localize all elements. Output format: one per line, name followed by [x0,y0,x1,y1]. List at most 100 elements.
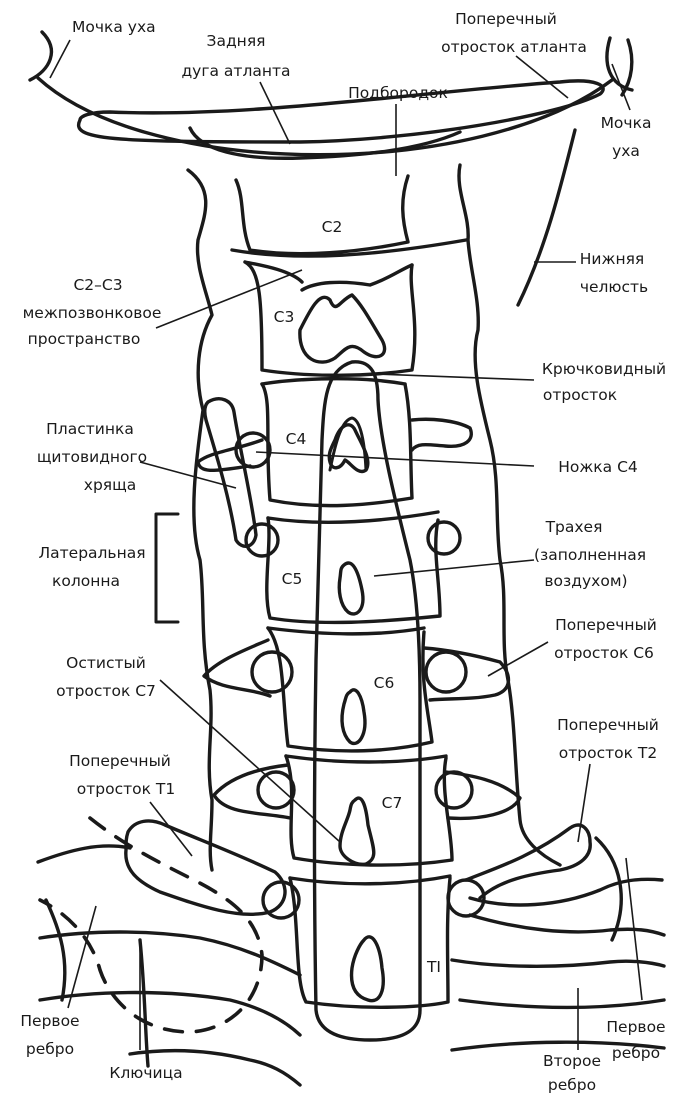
c5-spinous-process [339,563,363,614]
vertebra-label-c6: C6 [374,674,395,692]
c6-superior-endplate [268,628,424,634]
c4-transverse-right [412,419,471,450]
label-earlobe-left: Мочка уха [72,18,156,36]
c6-spinous-process [342,690,365,744]
leader-uncinate [376,374,534,380]
c7-pedicle-right-ring [436,772,472,808]
c5-pedicle-right-ring [428,522,460,554]
label-trachea-line2: (заполненная [534,546,646,564]
thyroid-lamina-outline [205,399,256,547]
label-transverse-t1-line1: Поперечный [69,752,171,770]
label-c2c3-line3: пространство [28,330,141,348]
label-lateral-column-line1: Латеральная [38,544,145,562]
label-posterior-arch-line2: дуга атланта [181,62,290,80]
label-second-rib-line1: Второе [543,1052,601,1070]
c3-body [245,262,415,375]
label-uncinate-line1: Крючковидный [542,360,666,378]
rib-right-second [452,960,664,966]
label-posterior-arch-line1: Задняя [207,32,266,50]
atlas-ring [79,81,604,142]
c3-uncinate [302,265,412,290]
label-uncinate-line2: отросток [543,386,617,404]
c6-body [268,628,432,751]
leader-transverse-atlas [516,56,568,98]
thoracic-inlet [38,818,664,1085]
label-mandible-line2: челюсть [580,278,648,296]
label-chin: Подбородок [348,84,448,102]
c5-superior-endplate [268,512,438,522]
mandible-right-ramus [518,130,575,305]
label-lateral-column-line2: колонна [52,572,120,590]
c7-superior-endplate [286,756,446,762]
leader-transverse-t1 [150,802,192,856]
vertebra-label-c2: C2 [322,218,343,236]
c7-transverse-right [446,772,520,818]
label-first-rib-right-line1: Первое [606,1018,665,1036]
thyroid-lamina [205,399,256,547]
label-second-rib-line2: ребро [548,1076,596,1094]
first-rib-left-outline [38,846,130,862]
vertebra-c2 [232,176,466,256]
neck-outline [188,165,560,870]
label-clavicle: Ключица [109,1064,182,1082]
vertebra-label-c7: C7 [382,794,403,812]
vertebra-label-c3: C3 [274,308,295,326]
label-transverse-c6-line2: отросток C6 [554,644,654,662]
label-trachea-line1: Трахея [545,518,603,536]
earlobe-left-outline [30,32,51,80]
label-spinous-c7-line1: Остистый [66,654,146,672]
t1-spinous-process [352,937,384,1001]
label-transverse-t2-line2: отросток T2 [559,744,658,762]
c5-pedicle-left-ring [246,524,278,556]
label-trachea-line3: воздухом) [544,572,627,590]
label-pedicle-c4: Ножка C4 [558,458,638,476]
label-first-rib-right-line2: ребро [612,1044,660,1062]
label-c2c3-line2: межпозвонковое [23,304,162,322]
vertebra-c6 [204,628,508,751]
label-transverse-t1-line2: отросток T1 [77,780,176,798]
c6-pedicle-right-ring [426,652,466,692]
c2-inferior-endplate [232,240,466,256]
transverse-t2-right [466,825,590,898]
vertebra-label-c5: C5 [282,570,303,588]
label-transverse-atlas-line2: отросток атланта [441,38,587,56]
vertebra-c3 [245,262,415,375]
label-first-rib-left-line1: Первое [20,1012,79,1030]
label-thyroid-line3: хряща [84,476,136,494]
leader-transverse-c6 [488,642,548,676]
clavicle-line [140,940,148,1066]
label-transverse-t2-line1: Поперечный [557,716,659,734]
leader-trachea [374,560,534,576]
vertebra-label-c4: C4 [286,430,307,448]
label-mandible-line1: Нижняя [580,250,644,268]
label-earlobe-right-line2: уха [612,142,640,160]
lateral-column-bracket [156,514,178,622]
label-thyroid-line2: щитовидного [37,448,147,466]
label-c2c3-line1: C2–C3 [73,276,122,294]
c7-pedicle-left-ring [258,772,294,808]
vertebra-c7 [214,756,520,865]
c7-spinous-process [340,798,374,864]
rib-right-third [460,1000,664,1008]
clavicle-left-outline [126,821,285,914]
vertebra-label-t1: TI [426,958,441,976]
label-thyroid-line1: Пластинка [46,420,134,438]
leader-earlobe-left [50,40,70,78]
leader-posterior-arch [260,82,290,144]
c7-body [286,756,452,865]
neck-left-contour [188,170,212,870]
neck-right-contour [459,165,560,865]
vertebra-c5 [246,512,460,622]
rib-right-upper [470,879,662,905]
c3-spinous-process [300,295,385,362]
label-transverse-atlas-line1: Поперечный [455,10,557,28]
label-spinous-c7-line2: отросток C7 [56,682,156,700]
label-first-rib-left-line2: ребро [26,1040,74,1058]
label-transverse-c6-line1: Поперечный [555,616,657,634]
vertebra-t1 [263,876,484,1007]
label-earlobe-right-line1: Мочка [601,114,652,132]
c6-pedicle-left-ring [252,652,292,692]
skull-and-mandible [30,32,632,305]
